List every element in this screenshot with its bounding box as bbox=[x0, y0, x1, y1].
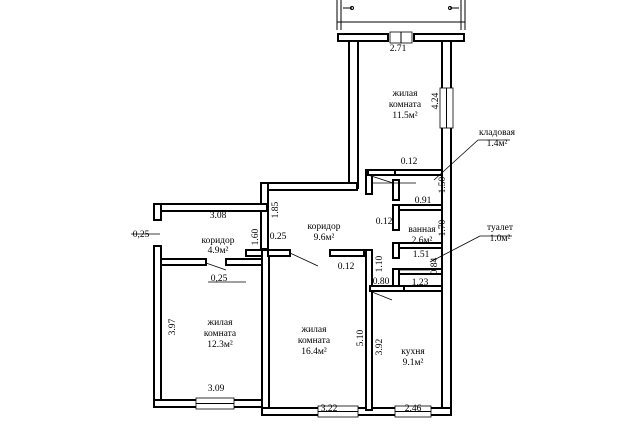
dim-2-71: 2.71 bbox=[390, 44, 407, 54]
room-area: 4.9м² bbox=[208, 246, 229, 256]
room-corridor-left: коридор 4.9м² bbox=[201, 236, 234, 256]
dim-0-91: 0.91 bbox=[415, 196, 432, 206]
balcony bbox=[336, 0, 466, 30]
dim-0-12-top: 0.12 bbox=[401, 157, 418, 167]
exterior-walls bbox=[153, 33, 465, 416]
dim-1-60: 1.60 bbox=[251, 228, 261, 245]
dimension-labels: 2.71 4.24 0.12 1.50 0.91 0.12 1.70 3.08 … bbox=[133, 44, 448, 414]
room-name: коридор bbox=[201, 236, 234, 246]
dim-1-85: 1.85 bbox=[271, 201, 281, 218]
room-storage: кладовая 1.4м² bbox=[479, 128, 516, 149]
room-living-16-4: жилая комната 16.4м² bbox=[298, 325, 331, 357]
room-name: туалет bbox=[487, 223, 514, 233]
room-area: 12.3м² bbox=[207, 340, 233, 350]
dim-0-12-mid: 0.12 bbox=[376, 217, 393, 227]
room-name: коридор bbox=[307, 222, 340, 232]
dim-1-70: 1.70 bbox=[438, 219, 448, 236]
dim-3-92: 3.92 bbox=[375, 338, 385, 355]
dim-3-08: 3.08 bbox=[210, 211, 227, 221]
dim-0-84: 0.84 bbox=[430, 257, 440, 274]
leader-lines bbox=[131, 139, 512, 283]
room-name-line1: жилая bbox=[207, 318, 234, 328]
dim-1-51: 1.51 bbox=[413, 250, 430, 260]
room-name: ванная bbox=[408, 225, 436, 235]
dim-3-09: 3.09 bbox=[208, 384, 225, 394]
room-name: кухня bbox=[401, 347, 425, 357]
dim-2-46: 2.46 bbox=[405, 404, 422, 414]
interior-walls bbox=[160, 169, 443, 411]
dim-1-10: 1.10 bbox=[375, 255, 385, 272]
room-area: 2.6м² bbox=[412, 236, 433, 246]
room-area: 11.5м² bbox=[392, 111, 417, 121]
dim-0-25-left: 0,25 bbox=[133, 230, 150, 240]
dim-4-24: 4.24 bbox=[431, 92, 441, 109]
dim-5-10: 5.10 bbox=[356, 329, 366, 346]
dim-0-25-mid: 0.25 bbox=[270, 232, 287, 242]
dim-1-50: 1.50 bbox=[438, 176, 448, 193]
room-name-line2: комната bbox=[389, 100, 422, 110]
dim-3-97: 3.97 bbox=[168, 318, 178, 335]
room-name-line2: комната bbox=[298, 336, 331, 346]
room-area: 9.6м² bbox=[314, 233, 335, 243]
room-kitchen: кухня 9.1м² bbox=[401, 347, 425, 368]
dim-0-12-low: 0.12 bbox=[338, 262, 355, 272]
room-name-line2: комната bbox=[204, 329, 237, 339]
dim-1-23: 1.23 bbox=[412, 278, 429, 288]
room-living-12-3: жилая комната 12.3м² bbox=[204, 318, 237, 350]
room-corridor-main: коридор 9.6м² bbox=[307, 222, 340, 243]
room-living-11-5: жилая комната 11.5м² bbox=[389, 89, 422, 121]
room-area: 9.1м² bbox=[403, 358, 424, 368]
dim-3-22: 3.22 bbox=[321, 404, 338, 414]
room-area: 16.4м² bbox=[301, 347, 327, 357]
windows bbox=[195, 31, 454, 418]
room-name-line1: жилая bbox=[392, 89, 419, 99]
dim-0-25-low: 0,25 bbox=[211, 274, 228, 284]
room-area: 1.0м² bbox=[490, 234, 511, 244]
room-name-line1: жилая bbox=[301, 325, 328, 335]
door-swings bbox=[205, 174, 394, 301]
room-toilet: туалет 1.0м² bbox=[487, 223, 514, 244]
room-bathroom: ванная 2.6м² bbox=[408, 225, 436, 246]
room-area: 1.4м² bbox=[487, 139, 508, 149]
dim-0-80: 0.80 bbox=[373, 277, 390, 287]
room-name: кладовая bbox=[479, 128, 516, 138]
